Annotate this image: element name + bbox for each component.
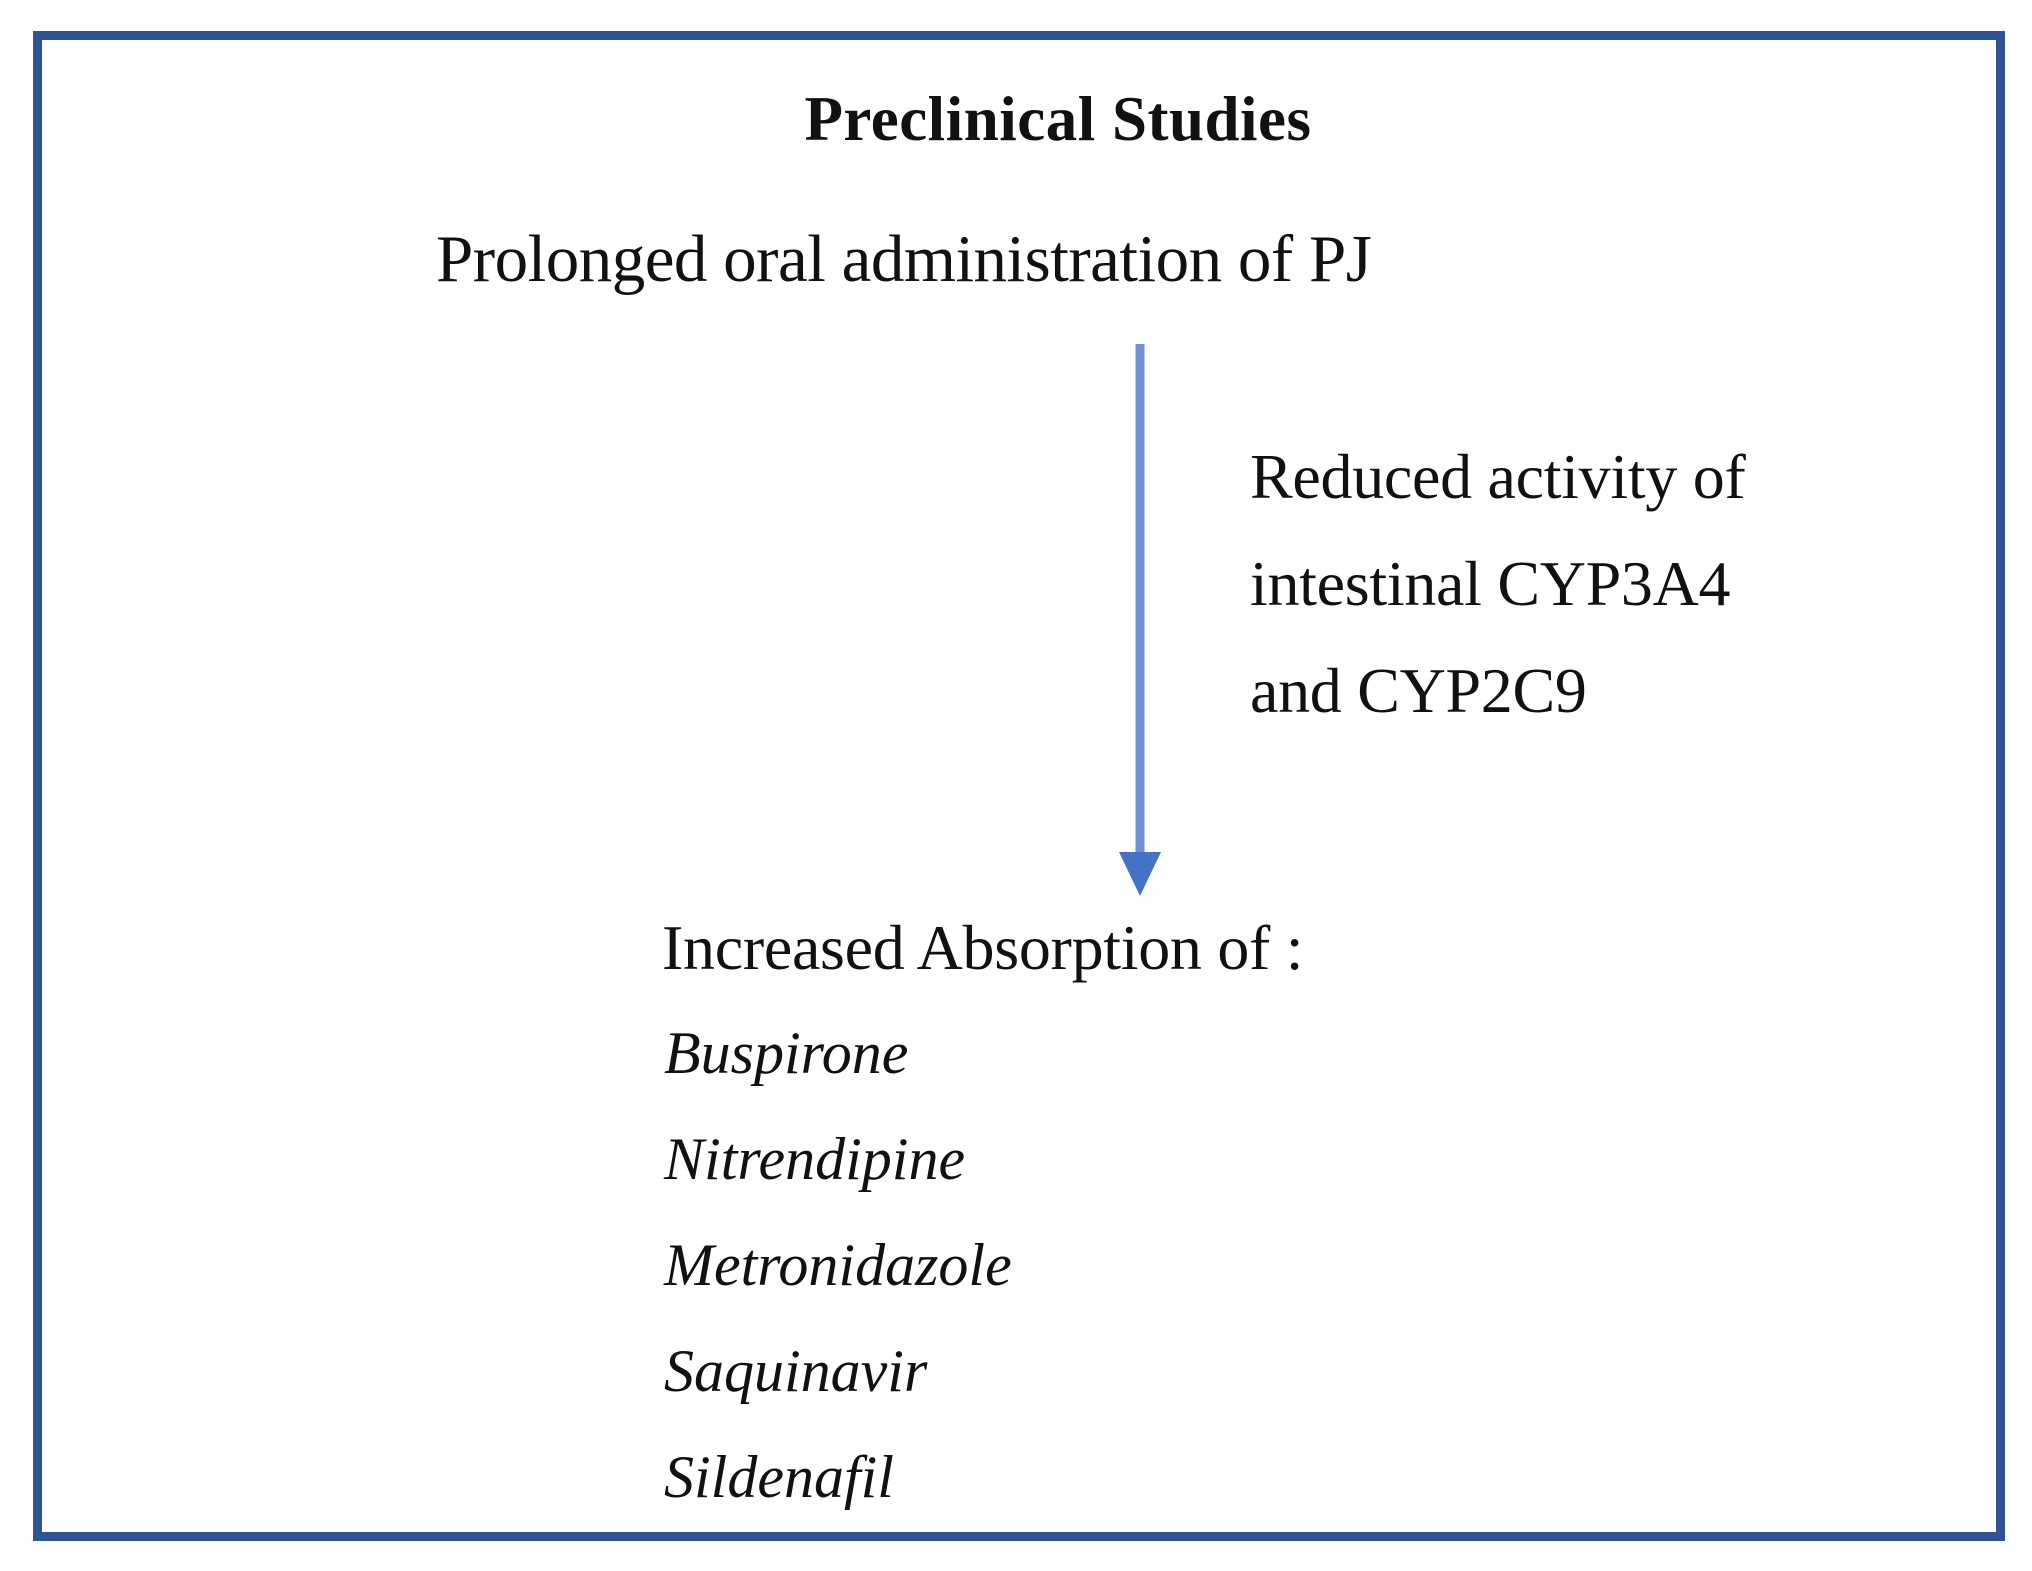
down-arrow-icon — [1100, 340, 1180, 900]
mechanism-line-1: Reduced activity of — [1250, 441, 1746, 512]
outcome-heading: Increased Absorption of : — [662, 912, 1304, 983]
down-arrow-svg — [1119, 344, 1161, 896]
page-title: Preclinical Studies — [804, 84, 1312, 154]
mechanism-line-2: intestinal CYP3A4 — [1250, 548, 1731, 619]
drug-list-item: Saquinavir — [664, 1338, 928, 1404]
drug-list-item: Nitrendipine — [664, 1126, 966, 1192]
drug-list-item: Sildenafil — [664, 1444, 894, 1510]
flow-node-administration: Prolonged oral administration of PJ — [436, 222, 1372, 296]
drug-list-item: Metronidazole — [664, 1232, 1012, 1298]
drug-list-item: Buspirone — [664, 1020, 909, 1086]
arrow-head — [1119, 852, 1161, 896]
mechanism-line-3: and CYP2C9 — [1250, 655, 1587, 726]
figure-border-frame: Preclinical Studies Prolonged oral admin… — [33, 31, 2005, 1541]
